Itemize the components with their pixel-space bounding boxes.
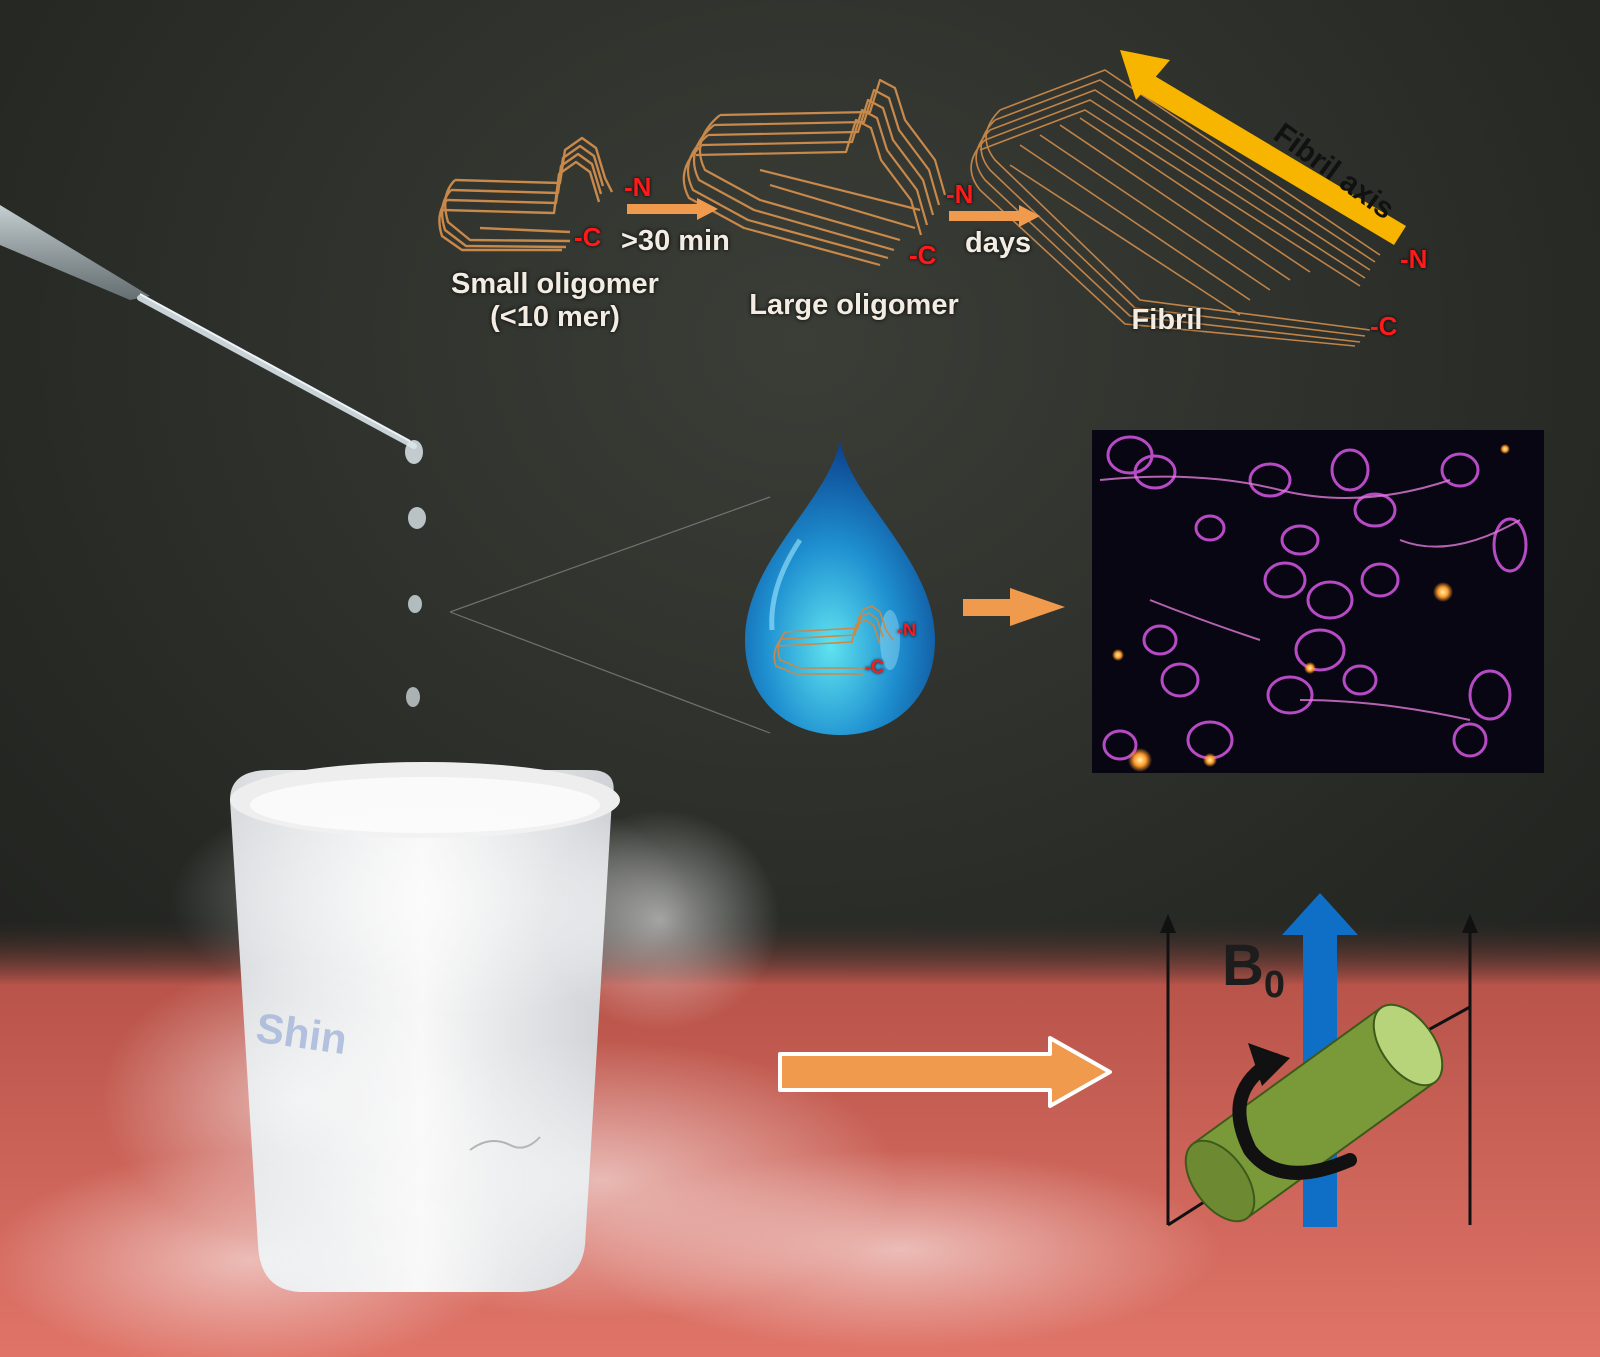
droplet-c-terminus: -C (865, 657, 884, 677)
nitrogen-fog (0, 780, 1220, 1357)
large-c-terminus: -C (909, 240, 937, 270)
nmr-diagram (1160, 893, 1478, 1227)
small-oligomer-title: Small oligomer (451, 268, 659, 300)
small-n-terminus: -N (624, 172, 652, 202)
fibril-n-terminus: -N (1400, 244, 1428, 274)
transition-label-1: >30 min (621, 225, 730, 257)
droplet-n-terminus: -N (897, 620, 916, 640)
pipette (0, 205, 423, 464)
transition-label-2: days (965, 227, 1032, 259)
microscopy-image (1092, 430, 1544, 773)
falling-drops (406, 507, 426, 707)
small-oligomer-structure (438, 136, 614, 252)
large-oligomer-label: Large oligomer (749, 289, 959, 321)
arrow-to-microscopy (963, 588, 1065, 626)
transition-arrow-1 (627, 198, 718, 220)
fibril-structure (970, 69, 1381, 347)
rotor (1184, 1003, 1444, 1223)
water-droplet (745, 440, 935, 735)
fibril-label: Fibril (1131, 304, 1203, 336)
fibril-axis-arrow (1120, 50, 1406, 245)
small-oligomer-label: Small oligomer (<10 mer) (451, 268, 659, 334)
transition-arrow-2 (949, 205, 1040, 227)
arrow-to-nmr (778, 1036, 1112, 1108)
b0-subscript: 0 (1263, 964, 1286, 1006)
b0-symbol: B (1222, 933, 1264, 998)
fibril-c-terminus: -C (1370, 311, 1398, 341)
small-oligomer-size: (<10 mer) (490, 301, 620, 333)
droplet-oligomer (773, 605, 894, 675)
small-c-terminus: -C (574, 222, 602, 252)
large-n-terminus: -N (946, 179, 974, 209)
zoom-lines (449, 496, 771, 734)
magnetic-field-label: B0 (1222, 932, 1285, 1007)
large-oligomer-structure (682, 78, 947, 267)
